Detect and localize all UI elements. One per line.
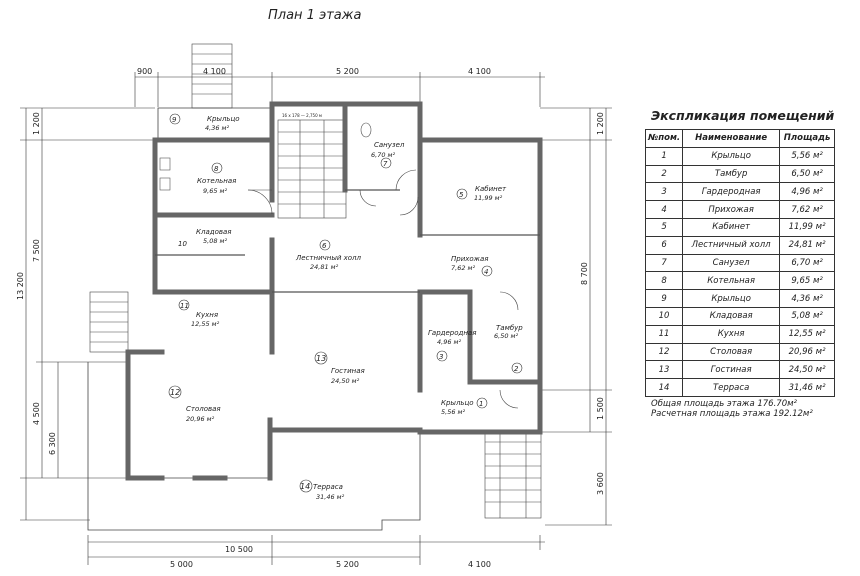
- room-number: 1: [479, 400, 483, 408]
- room-name: Гостиная: [331, 367, 365, 375]
- walls: [125, 101, 543, 481]
- fixtures: [159, 122, 372, 191]
- dim-bottom-1: 5 000: [170, 560, 193, 569]
- room-name: Санузел: [374, 141, 405, 149]
- room-name: Прихожая: [451, 255, 489, 263]
- stairs: [89, 43, 542, 519]
- room-name: Столовая: [186, 405, 221, 413]
- dim-top-2: 4 100: [203, 67, 226, 76]
- column-header-area: Площадь: [779, 129, 835, 148]
- dim-left-3: 4 500: [32, 402, 41, 425]
- room-area: 6,70 м²: [371, 151, 395, 159]
- room-number: 13: [316, 354, 326, 363]
- room-area: 6,50 м²: [494, 332, 518, 340]
- dim-right-1: 1 200: [596, 112, 605, 135]
- dim-top-1: 900: [137, 67, 152, 76]
- room-name: Гардеродная: [428, 329, 476, 337]
- room-name: Котельная: [197, 177, 236, 185]
- room-name: Кладовая: [196, 228, 231, 236]
- column-header-number: №пом.: [644, 129, 684, 148]
- room-area: 9,65 м²: [203, 187, 227, 195]
- room-number: 12: [170, 388, 180, 397]
- partitions: [155, 189, 540, 293]
- dim-left-1: 1 200: [32, 112, 41, 135]
- room-area: 11,99 м²: [474, 194, 503, 202]
- room-number: 6: [322, 242, 327, 250]
- room-area: 24,81 м²: [310, 263, 339, 271]
- room-number: 10: [178, 240, 187, 248]
- room-number: 8: [214, 165, 219, 173]
- column-header-name: Наименование: [682, 129, 781, 148]
- room-number: 7: [383, 160, 388, 168]
- room-name: Крыльцо: [207, 115, 240, 123]
- room-number: 11: [180, 302, 189, 310]
- dim-bottom-2: 5 200: [336, 560, 359, 569]
- total-area-value: 176.70м²: [757, 398, 797, 409]
- room-area: 12,55 м²: [191, 320, 220, 328]
- room-number: 2: [514, 365, 519, 373]
- room-number: 14: [300, 482, 310, 491]
- total-area-label: Общая площадь этажа: [651, 398, 755, 409]
- room-area: 7,62 м²: [451, 264, 475, 272]
- room-number: 9: [172, 116, 177, 124]
- dim-right-2: 1 500: [596, 397, 605, 420]
- dim-left-2: 7 500: [32, 239, 41, 262]
- floor-plan: 900 4 100 5 200 4 100 5 000 5 200 4 100 …: [16, 43, 612, 569]
- dim-left-total: 13 200: [16, 272, 25, 300]
- room-labels: Крыльцо 5,56 м² 1 Тамбур 6,50 м² 2 Гарде…: [168, 113, 523, 501]
- dim-bottom-total: 10 500: [225, 545, 253, 554]
- room-name: Терраса: [313, 483, 343, 491]
- calc-area-label: Расчетная площадь этажа: [651, 408, 771, 419]
- dim-left-terrace: 6 300: [48, 432, 57, 455]
- explication-legend: Экспликация помещений №пом. Наименование…: [644, 108, 840, 419]
- calc-area-value: 192.12м²: [773, 408, 813, 419]
- room-name: Кухня: [196, 311, 218, 319]
- room-area: 20,96 м²: [186, 415, 215, 423]
- room-name: Кабинет: [475, 185, 507, 193]
- plan-title: План 1 этажа: [268, 8, 362, 23]
- porch-outline: [157, 107, 272, 140]
- room-name: Тамбур: [496, 324, 523, 332]
- room-area: 4,36 м²: [205, 124, 229, 132]
- terrace-outline: [87, 362, 421, 531]
- dim-right-3: 3 600: [596, 472, 605, 495]
- room-number: 5: [459, 191, 464, 199]
- room-area: 31,46 м²: [316, 493, 345, 501]
- room-name: Лестничный холл: [295, 254, 362, 262]
- stair-note: 16 x 178 — 2,750 м: [282, 113, 322, 118]
- explication-title: Экспликация помещений: [651, 108, 835, 123]
- dim-top-4: 4 100: [468, 67, 491, 76]
- dim-right-total: 8 700: [580, 262, 589, 285]
- doors: [247, 169, 519, 409]
- room-number: 3: [439, 353, 443, 361]
- dim-top-3: 5 200: [336, 67, 359, 76]
- area-totals: Общая площадь этажа 176.70м² Расчетная п…: [651, 399, 840, 419]
- room-area: 4,96 м²: [437, 338, 461, 346]
- dim-bottom-3: 4 100: [468, 560, 491, 569]
- room-area: 24,50 м²: [331, 377, 360, 385]
- dimension-lines: [20, 72, 612, 565]
- room-area: 5,56 м²: [441, 408, 465, 416]
- room-name: Крыльцо: [441, 399, 474, 407]
- room-number: 4: [484, 268, 488, 276]
- room-area: 5,08 м²: [203, 237, 227, 245]
